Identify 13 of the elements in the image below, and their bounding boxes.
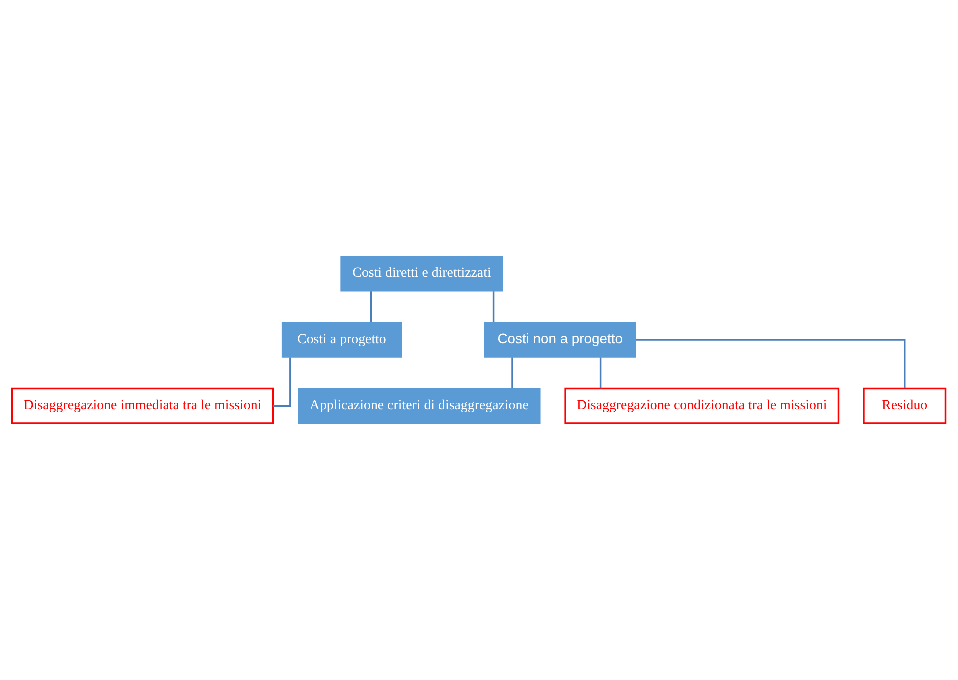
node-box: Residuo [863, 388, 947, 424]
node-box: Applicazione criteri di disaggregazione [298, 388, 541, 424]
connector [636, 339, 906, 388]
node-box: Disaggregazione condizionata tra le missioni [564, 388, 840, 424]
connector [600, 358, 602, 389]
connector [492, 292, 495, 322]
node-box: Costi a progetto [282, 322, 402, 358]
connector [274, 358, 292, 407]
connector [370, 292, 372, 322]
node-box: Disaggregazione immediata tra le missioni [11, 388, 274, 424]
node-box: Costi non a progetto [484, 322, 636, 358]
connector [512, 358, 514, 389]
node-box: Costi diretti e direttizzati [340, 256, 504, 292]
